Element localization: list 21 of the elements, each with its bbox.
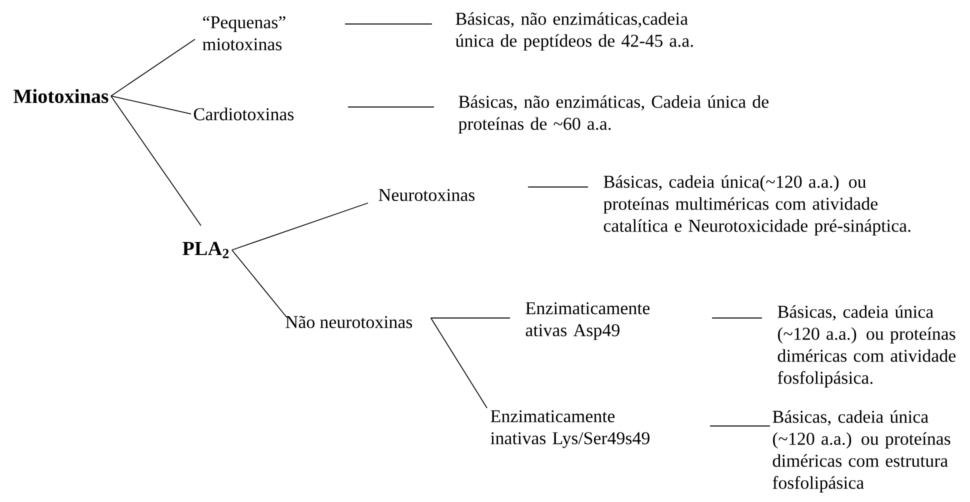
connector-line [528,186,588,188]
branch-label: “Pequenas” miotoxinas [202,16,286,50]
description-text: Básicas, cadeia única (~120 a.a.) ou proteínas diméricas com atividade fosfolipásica. [778,305,956,388]
branch-label: Neurotoxinas [378,188,475,202]
connector-line [110,96,202,226]
description-text: Básicas, não enzimáticas, Cadeia única de proteínas de ~60 a.a. [458,95,768,134]
connector-line [430,318,488,408]
description-text: Básicas, cadeia única (~120 a.a.) ou proteínas diméricas com estrutura fosfolipásica [772,410,950,493]
connector-line [348,106,434,108]
connector-line [110,38,196,96]
category-label: PLA$_{2}$ [182,242,229,258]
branch-label: Enzimaticamente inativas Lys/Ser49s49 [490,410,650,448]
connector-line [231,202,368,250]
description-text: Básicas, cadeia única(~120 a.a.) ou proteínas multiméricas com atividade catalítica e Neurotoxicidade pré-sináptica. [603,175,910,236]
branch-label: Não neurotoxinas [286,316,412,328]
category-label: Miotoxinas [14,88,108,104]
branch-label: Enzimaticamente ativas Asp49 [526,302,650,340]
description-text: Básicas, não enzimáticas,cadeia única de peptídeos de 42-45 a.a. [455,12,693,51]
connector-line [231,250,288,318]
branch-label: Cardiotoxinas [194,108,294,120]
connector-line [110,96,192,114]
